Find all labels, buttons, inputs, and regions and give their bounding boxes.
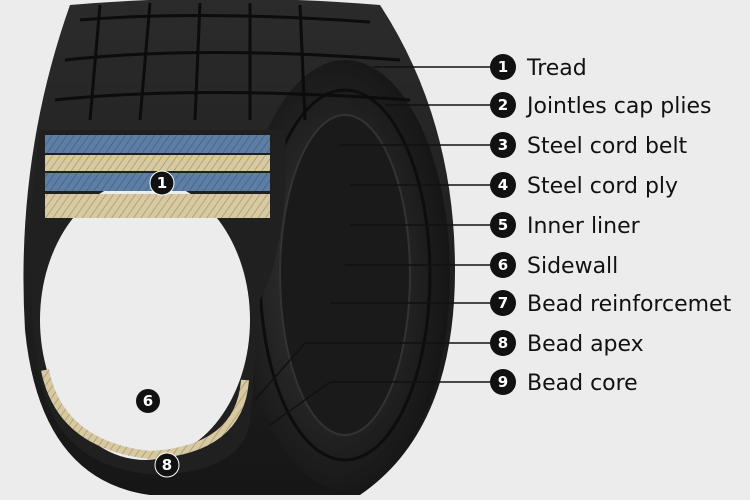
svg-text:Bead apex: Bead apex [527, 332, 644, 357]
legend-item-tread: 1 Tread [490, 54, 587, 81]
svg-text:8: 8 [498, 334, 508, 352]
svg-text:Steel cord belt: Steel cord belt [527, 134, 688, 159]
marker-8: 8 [154, 452, 180, 478]
legend-item-cap-plies: 2 Jointles cap plies [490, 92, 711, 119]
legend-item-sidewall: 6 Sidewall [490, 252, 618, 279]
legend: 1 Tread 2 Jointles cap plies 3 Steel cord b… [490, 54, 732, 396]
svg-text:4: 4 [498, 176, 508, 194]
layer-strips [45, 135, 270, 218]
svg-text:7: 7 [498, 294, 508, 312]
legend-item-steel-cord-ply: 4 Steel cord ply [490, 172, 678, 199]
svg-text:Tread: Tread [526, 56, 587, 81]
svg-text:6: 6 [143, 392, 153, 410]
svg-text:1: 1 [498, 58, 508, 76]
svg-text:1: 1 [157, 174, 167, 192]
svg-text:9: 9 [498, 373, 508, 391]
svg-text:8: 8 [162, 456, 172, 474]
tire-body [23, 0, 455, 495]
tire-opening [40, 180, 250, 460]
legend-item-bead-core: 9 Bead core [490, 369, 638, 396]
legend-item-steel-cord-belt: 3 Steel cord belt [490, 132, 688, 159]
svg-text:3: 3 [498, 136, 508, 154]
svg-text:Sidewall: Sidewall [527, 254, 618, 279]
svg-text:Steel cord ply: Steel cord ply [527, 174, 678, 199]
svg-text:5: 5 [498, 216, 508, 234]
legend-item-bead-reinforcement: 7 Bead reinforcemet [490, 290, 732, 317]
marker-6: 6 [136, 389, 160, 413]
marker-1: 1 [149, 170, 175, 196]
leader-lines [254, 66, 495, 426]
svg-text:Bead reinforcemet: Bead reinforcemet [527, 292, 732, 317]
svg-text:6: 6 [498, 256, 508, 274]
svg-text:Jointles cap plies: Jointles cap plies [525, 94, 711, 119]
legend-item-inner-liner: 5 Inner liner [490, 212, 641, 239]
tread-pattern [54, 2, 411, 121]
svg-text:2: 2 [498, 96, 508, 114]
svg-text:Inner liner: Inner liner [527, 214, 641, 239]
svg-text:Bead core: Bead core [527, 371, 638, 396]
legend-item-bead-apex: 8 Bead apex [490, 330, 644, 357]
